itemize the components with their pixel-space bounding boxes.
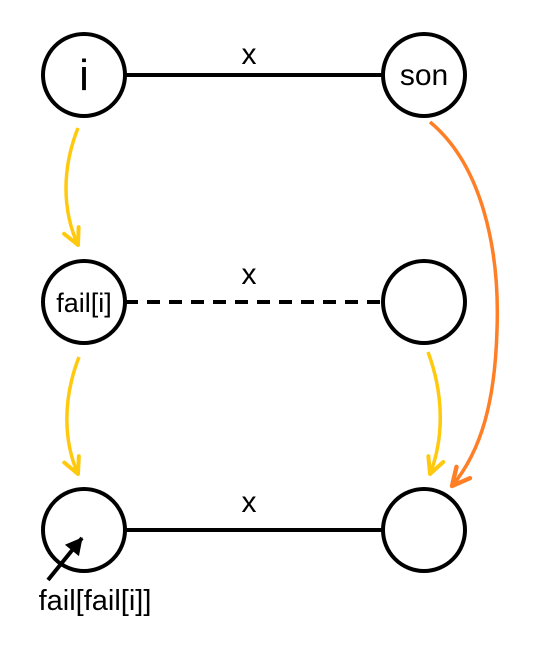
node-fail-son: [381, 259, 467, 345]
fail-arrow-son-to-target: [428, 120, 500, 489]
fail-arrow-right-middle-to-target: [426, 351, 446, 476]
edge-label-bottom: x: [242, 486, 257, 519]
annotation-label-fail-fail-i: fail[fail[i]]: [39, 585, 152, 617]
edge-label-middle: x: [242, 258, 257, 291]
annotation-pointer-arrow: [46, 536, 84, 582]
fail-arrow-fail-i-to-fail-fail-i: [62, 356, 81, 476]
node-label-i: i: [79, 51, 89, 100]
node-son: [381, 32, 467, 118]
node-label-fail-i: fail[i]: [56, 288, 112, 318]
node-label-son: son: [400, 59, 448, 92]
fail-arrow-i-to-fail-i: [62, 127, 81, 247]
edge-label-top: x: [242, 38, 257, 71]
node-target: [381, 487, 467, 573]
node-fail-fail-i: [41, 487, 127, 573]
node-fail-i: [41, 259, 127, 345]
node-i: [41, 32, 127, 118]
